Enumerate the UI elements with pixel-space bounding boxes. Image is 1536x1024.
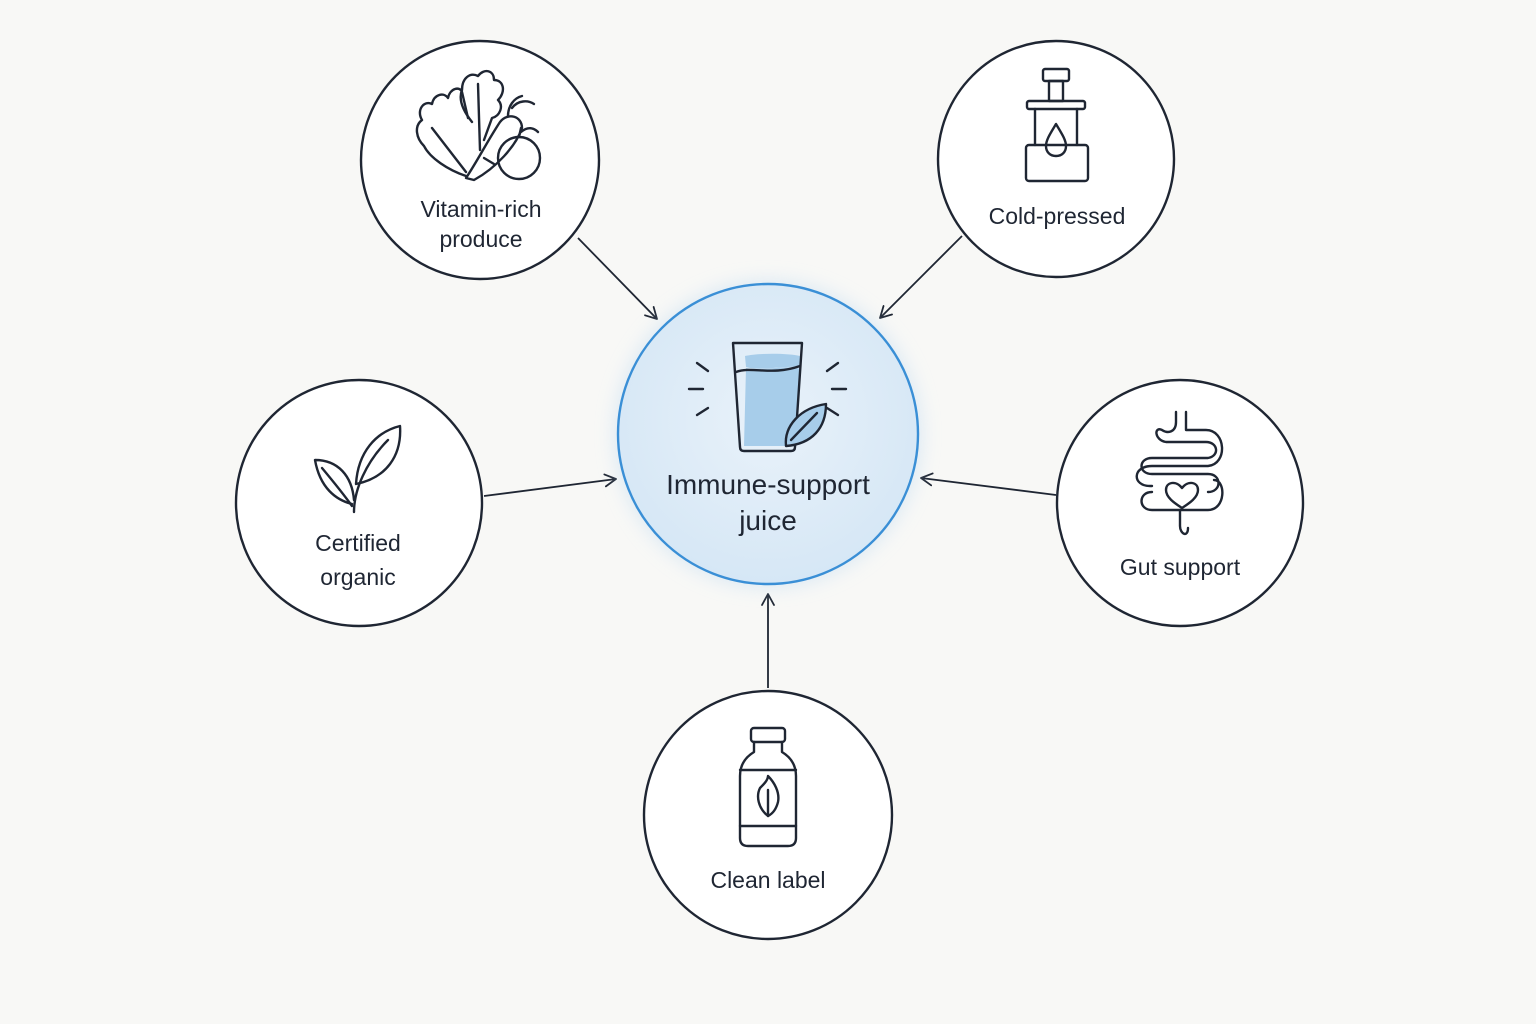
produce-icon [415,69,542,182]
gut-label-line1: Gut support [1120,554,1241,580]
node-cold-pressed: Cold-pressed [936,39,1176,279]
node-certified-organic: Certified organic [234,378,484,628]
vitamin-label-line2: produce [439,226,522,252]
clean-label-line1: Clean label [710,867,825,893]
node-vitamin-rich-produce: Vitamin-rich produce [359,39,601,281]
juicer-press-icon [1024,67,1090,183]
arrow-gut-to-center [920,472,1057,496]
arrow-organic-to-center [483,473,617,497]
center-node: Immune-support juice [616,282,920,586]
organic-label-line1: Certified [315,530,401,556]
arrow-vitamin-to-center [577,237,658,320]
organic-label-line2: organic [320,564,395,590]
vitamin-label-line1: Vitamin-rich [421,196,542,222]
node-gut-support: Gut support [1055,378,1305,628]
node-clean-label: Clean label [642,689,894,941]
arrow-cold-to-center [879,235,963,319]
cold-label-line1: Cold-pressed [989,203,1126,229]
center-label-line2: juice [738,505,797,536]
leaves-icon [313,424,402,514]
intestine-heart-icon [1135,410,1224,536]
juice-glass-icon [687,341,848,453]
connectors [483,235,1057,688]
center-label-line1: Immune-support [666,469,870,500]
bottle-leaf-icon [738,726,798,848]
